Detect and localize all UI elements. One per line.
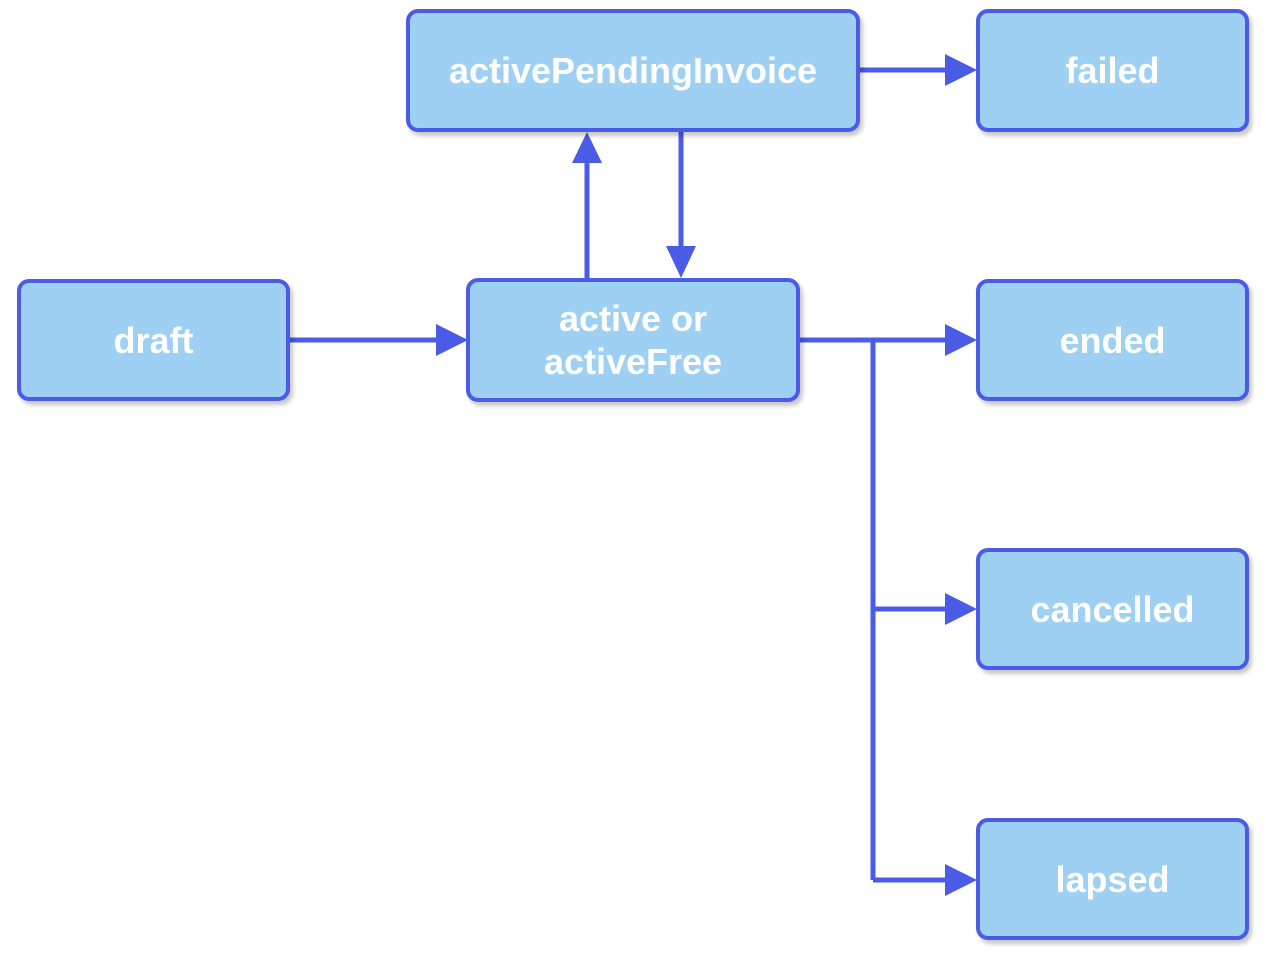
- node-draft-label: draft: [113, 319, 194, 361]
- node-failed: failed: [976, 9, 1249, 132]
- node-lapsed: lapsed: [976, 818, 1249, 940]
- arrowhead-active-from-above: [666, 246, 696, 278]
- node-lapsed-label: lapsed: [1055, 858, 1170, 900]
- arrowhead-ended: [945, 324, 977, 356]
- arrowhead-cancelled: [945, 593, 977, 625]
- node-active-label: active or activeFree: [543, 298, 723, 382]
- node-failed-label: failed: [1065, 50, 1160, 91]
- node-cancelled: cancelled: [976, 548, 1249, 670]
- arrowhead-active: [436, 324, 468, 356]
- node-cancelled-label: cancelled: [1030, 588, 1195, 630]
- node-active-pending-invoice-label: activePendingInvoice: [448, 50, 818, 91]
- arrowhead-active-pending-invoice: [572, 132, 602, 163]
- node-ended-label: ended: [1059, 319, 1166, 361]
- arrowhead-lapsed: [945, 864, 977, 896]
- node-draft: draft: [17, 279, 290, 401]
- node-active: active or activeFree: [466, 278, 800, 402]
- arrowhead-failed: [945, 54, 977, 86]
- node-ended: ended: [976, 279, 1249, 401]
- node-active-pending-invoice: activePendingInvoice: [406, 9, 860, 132]
